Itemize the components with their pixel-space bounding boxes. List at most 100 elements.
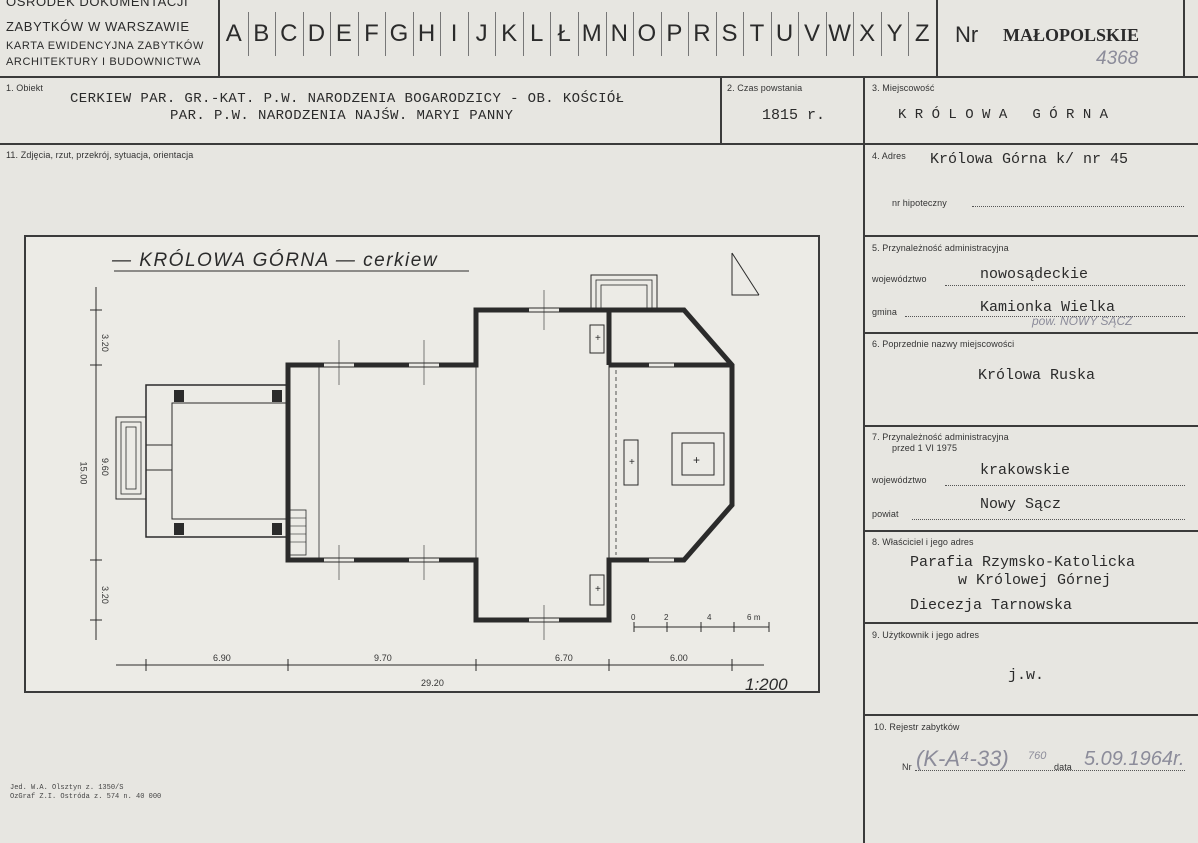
region-value: MAŁOPOLSKIE: [1003, 25, 1140, 45]
region-number: 4368: [1096, 48, 1139, 69]
dim-left-1: 3.20: [99, 334, 110, 352]
wojewodztwo-label: województwo: [872, 274, 927, 284]
index-letter: V: [798, 12, 827, 56]
obiekt-label: 1. Obiekt: [6, 83, 43, 93]
index-letter: E: [330, 12, 359, 56]
rc-divider-1: [864, 235, 1198, 237]
czas-value: 1815 r.: [762, 107, 826, 124]
col-divider-1: [720, 77, 722, 144]
dim-left-2: 9.60: [99, 458, 110, 476]
institution-line-1: OŚRODEK DOKUMENTACJI: [6, 0, 189, 9]
index-letter: M: [578, 12, 607, 56]
institution-line-3: KARTA EWIDENCYJNA ZABYTKÓW: [6, 40, 204, 52]
floor-plan-drawing: [90, 252, 770, 671]
index-letter: A: [220, 12, 249, 56]
header-v-divider: [218, 0, 220, 77]
index-letter: L: [523, 12, 552, 56]
przed-label: 7. Przynależność administracyjna: [872, 432, 1009, 442]
drawing-scale: 1:200: [745, 675, 788, 694]
dim-total-left: 15.00: [78, 461, 89, 485]
index-letter: X: [853, 12, 882, 56]
dim-left-3: 3.20: [99, 586, 110, 604]
adres-label: 4. Adres: [872, 151, 906, 161]
miejscowosc-value: K R Ó L O W A G Ó R N A: [898, 107, 1109, 123]
cross-icon: +: [595, 333, 601, 344]
index-letter: T: [743, 12, 772, 56]
cross-icon: +: [595, 584, 601, 595]
dim-bottom-1: 6.90: [213, 653, 231, 663]
hipoteczny-label: nr hipoteczny: [892, 198, 947, 208]
rc-divider-3: [864, 425, 1198, 427]
adres-value: Królowa Górna k/ nr 45: [930, 151, 1129, 168]
zdjecia-label: 11. Zdjęcia, rzut, przekrój, sytuacja, o…: [6, 150, 194, 160]
przynaleznosc-label: 5. Przynależność administracyjna: [872, 243, 1009, 253]
index-letter: F: [358, 12, 387, 56]
index-letter: Y: [881, 12, 910, 56]
powiat-line: [912, 519, 1185, 520]
dim-bottom-4: 6.00: [670, 653, 688, 663]
obiekt-line-1: CERKIEW PAR. GR.-KAT. P.W. NARODZENIA BO…: [70, 91, 625, 107]
gmina-value: Kamionka Wielka: [980, 299, 1116, 316]
rc-divider-4: [864, 530, 1198, 532]
row-divider-1: [0, 143, 1198, 145]
index-letter: D: [303, 12, 332, 56]
institution-block: OŚRODEK DOKUMENTACJI ZABYTKÓW W WARSZAWI…: [4, 0, 216, 74]
obiekt-line-2: PAR. P.W. NARODZENIA NAJŚW. MARYI PANNY: [170, 108, 514, 124]
index-letter: H: [413, 12, 442, 56]
index-letter: G: [385, 12, 414, 56]
institution-line-2: ZABYTKÓW W WARSZAWIE: [6, 19, 190, 34]
poprzednie-label: 6. Poprzednie nazwy miejscowości: [872, 339, 1015, 349]
index-letter: U: [771, 12, 800, 56]
wlasciciel-line-3: Diecezja Tarnowska: [910, 597, 1073, 614]
hipoteczny-line: [972, 206, 1184, 207]
rc-divider-5: [864, 622, 1198, 624]
index-letter: C: [275, 12, 304, 56]
rc-divider-6: [864, 714, 1198, 716]
index-letter: W: [826, 12, 855, 56]
scalebar-tick-3: 6 m: [747, 613, 761, 622]
poprzednie-value: Królowa Ruska: [978, 367, 1096, 384]
uzytkownik-value: j.w.: [1008, 667, 1045, 684]
czas-label: 2. Czas powstania: [727, 83, 803, 93]
drawing-title: — KRÓLOWA GÓRNA — cerkiew: [112, 250, 439, 271]
index-letter: Ł: [550, 12, 579, 56]
dim-bottom-2: 9.70: [374, 653, 392, 663]
col-divider-main: [863, 77, 865, 843]
header-v-divider-2: [936, 0, 938, 77]
index-letter: S: [716, 12, 745, 56]
rejestr-fraction: 760: [1028, 750, 1047, 762]
dim-total: 29.20: [421, 678, 445, 688]
wlasciciel-line-1: Parafia Rzymsko-Katolicka: [910, 554, 1136, 571]
gmina-label: gmina: [872, 307, 898, 317]
przed-wojewodztwo-label: województwo: [872, 475, 927, 485]
header-divider: [0, 76, 1198, 78]
rejestr-nr-label: Nr: [902, 762, 912, 772]
przed-wojewodztwo-line: [945, 485, 1185, 486]
footer-line-2: OzGraf Z.I. Ostróda z. 574 n. 40 000: [10, 793, 162, 801]
index-letter: P: [661, 12, 690, 56]
scalebar-tick-1: 2: [664, 613, 669, 622]
rejestr-line: [915, 770, 1185, 771]
przed-label-2: przed 1 VI 1975: [892, 443, 958, 453]
powiat-value: Nowy Sącz: [980, 496, 1062, 513]
rc-divider-2: [864, 332, 1198, 334]
header-v-divider-3: [1183, 0, 1185, 77]
uzytkownik-label: 9. Użytkownik i jego adres: [872, 630, 980, 640]
index-letter: R: [688, 12, 717, 56]
footer-line-1: Jed. W.A. Olsztyn z. 1350/S: [10, 784, 124, 792]
gmina-note: pow. NOWY SĄCZ: [1032, 314, 1133, 328]
dim-bottom-3: 6.70: [555, 653, 573, 663]
cross-icon: +: [629, 457, 635, 468]
wlasciciel-line-2: w Królowej Górnej: [958, 572, 1112, 589]
index-letter: Z: [908, 12, 937, 56]
wojewodztwo-value: nowosądeckie: [980, 266, 1089, 283]
index-letter: J: [468, 12, 497, 56]
powiat-label: powiat: [872, 509, 899, 519]
scalebar-tick-0: 0: [631, 613, 636, 622]
nr-label: Nr: [955, 22, 979, 47]
rejestr-data-label: data: [1054, 762, 1072, 772]
index-letter: N: [606, 12, 635, 56]
index-letter: K: [495, 12, 524, 56]
scalebar-tick-2: 4: [707, 613, 712, 622]
wojewodztwo-line: [945, 285, 1185, 286]
